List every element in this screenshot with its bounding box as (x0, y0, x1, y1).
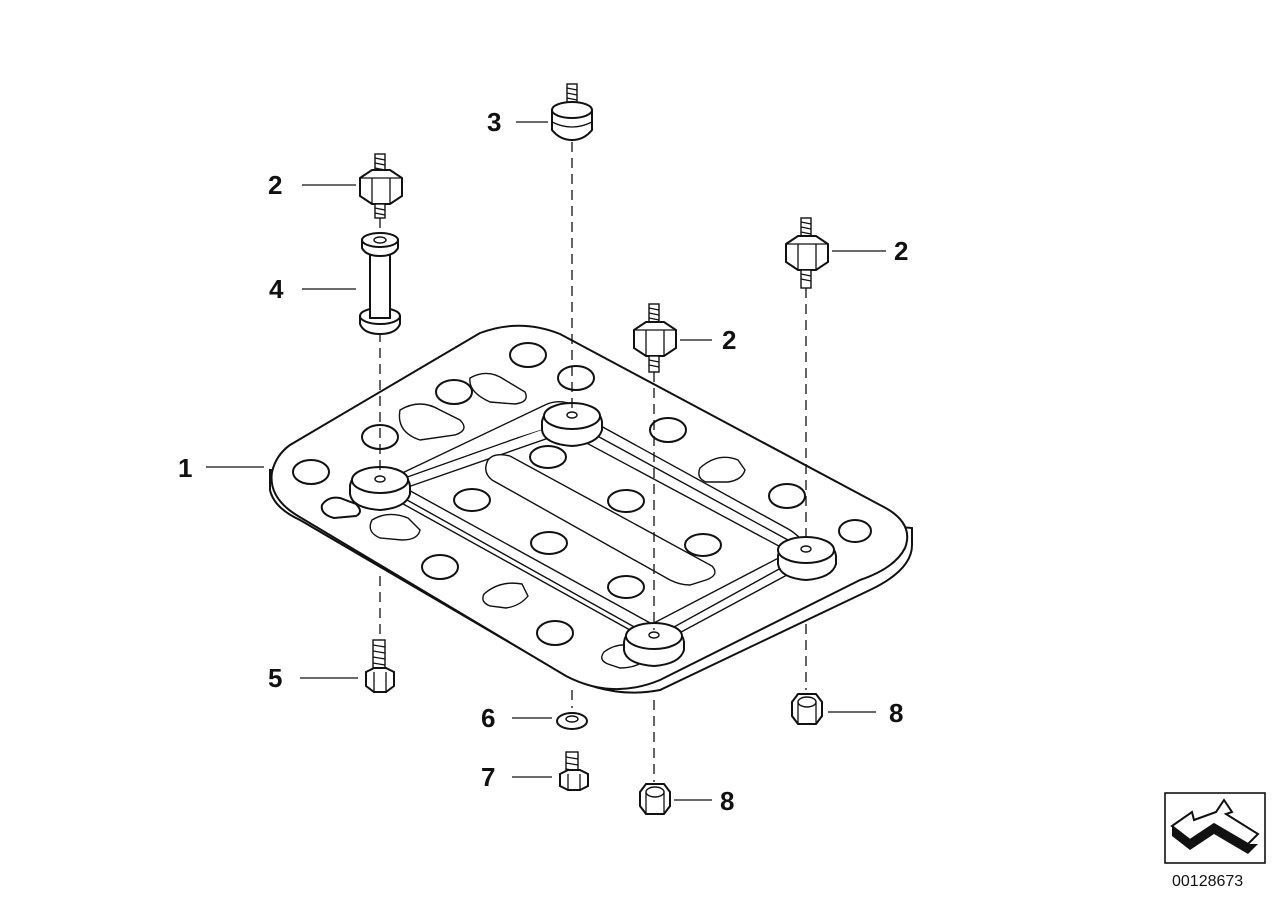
bolt-part-7 (559, 751, 589, 791)
callout-3: 3 (487, 107, 501, 137)
hex-stud-part-2 (359, 153, 403, 219)
arrow-orientation-icon (1164, 792, 1266, 864)
callout-4: 4 (269, 274, 284, 304)
rubber-buffer-part-3 (551, 83, 593, 142)
washer-part-6 (556, 712, 588, 730)
mount-boss (777, 536, 837, 582)
mount-boss (541, 402, 603, 448)
callout-1: 1 (178, 453, 192, 483)
hex-stud-part-2 (785, 217, 829, 289)
mount-boss (349, 466, 411, 512)
reference-number: 00128673 (1172, 873, 1243, 890)
callout-2-upper-left: 2 (268, 170, 282, 200)
hex-bolt-part-5 (365, 639, 395, 693)
callout-8-bottom: 8 (720, 786, 734, 816)
nut-part-8 (791, 693, 823, 725)
hex-stud-part-2 (633, 303, 677, 373)
nut-part-8 (639, 783, 671, 815)
spacer-sleeve-part-4 (359, 232, 401, 336)
callout-8-right: 8 (889, 698, 903, 728)
callout-2-middle: 2 (722, 325, 736, 355)
callout-7: 7 (481, 762, 495, 792)
callout-6: 6 (481, 703, 495, 733)
callout-2-right: 2 (894, 236, 908, 266)
mount-boss (623, 622, 685, 668)
base-plate (269, 324, 913, 694)
callout-5: 5 (268, 663, 282, 693)
